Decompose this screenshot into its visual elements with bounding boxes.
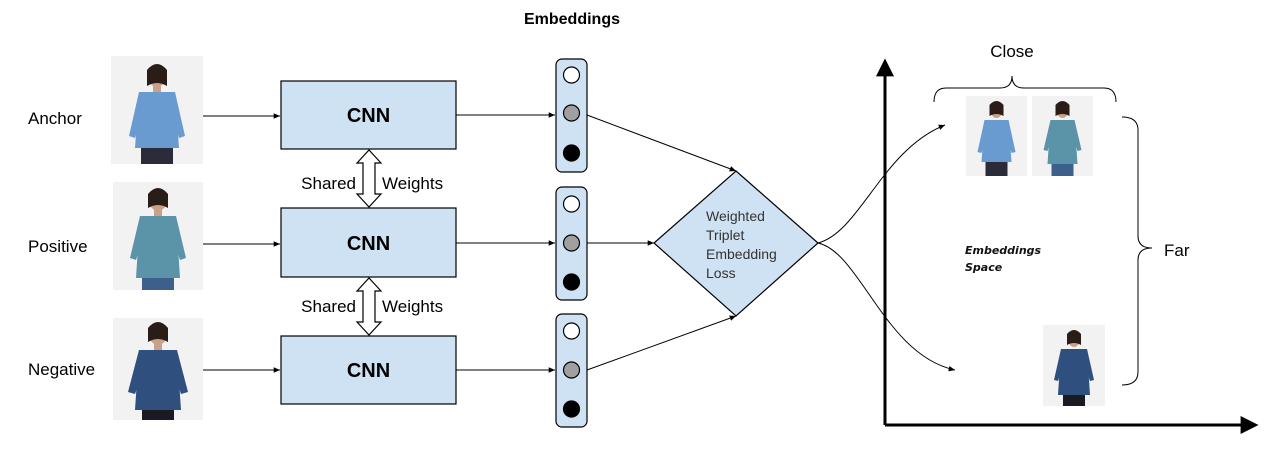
arrow-loss-to-close [817,124,946,244]
weights-label: Weights [382,297,443,316]
embedding-dot [562,361,581,379]
row-label-negative: Negative [28,360,95,379]
weighted-triplet-loss-node: Weighted Triplet Embedding Loss [653,170,819,317]
loss-label-line2: Triplet [706,227,744,243]
embedding-vector-anchor [555,58,588,173]
embedding-dot [562,66,581,84]
embedding-dot [562,400,581,418]
row-label-anchor: Anchor [28,109,82,128]
arrow-loss-to-far [817,242,956,372]
embedding-dot [562,234,581,252]
positive-photo [113,182,203,290]
embedding-vector-negative [555,313,588,428]
row-label-positive: Positive [28,237,88,256]
loss-label-line3: Embedding [706,246,777,262]
shared-weights-connector-2: Shared Weights [301,277,443,336]
loss-label-line1: Weighted [706,208,765,224]
cnn-label: CNN [347,105,390,127]
embedding-space-label-line2: Space [965,261,1003,274]
shared-label: Shared [301,174,356,193]
embedding-dot [562,104,581,122]
embedding-dot [562,273,581,291]
weights-label: Weights [382,174,443,193]
cnn-box-negative: CNN [280,335,457,405]
arrow-embedding-anchor-to-loss [586,114,737,172]
shared-label: Shared [301,297,356,316]
anchor-photo [111,56,203,164]
arrow-embedding-negative-to-loss [586,315,737,371]
shared-weights-connector-1: Shared Weights [301,149,443,208]
close-anchor-photo [966,96,1027,176]
close-brace [933,75,1117,103]
double-arrow-icon [355,277,383,336]
far-label: Far [1164,241,1190,260]
cnn-box-positive: CNN [280,207,457,278]
far-negative-photo [1043,325,1105,406]
embedding-dot [562,144,581,162]
far-brace [1121,116,1153,386]
embedding-vector-positive [555,186,588,301]
close-label: Close [990,42,1033,61]
cnn-label: CNN [347,233,390,255]
cnn-box-anchor: CNN [280,80,457,150]
embedding-dot [562,195,581,213]
double-arrow-icon [355,149,383,208]
loss-label-line4: Loss [706,265,736,281]
diagram-title: Embeddings [524,11,620,28]
embedding-dot [562,322,581,340]
close-positive-photo [1032,96,1093,176]
negative-photo [113,318,203,420]
cnn-label: CNN [347,360,390,382]
embedding-space-label-line1: Embeddings [965,244,1042,257]
